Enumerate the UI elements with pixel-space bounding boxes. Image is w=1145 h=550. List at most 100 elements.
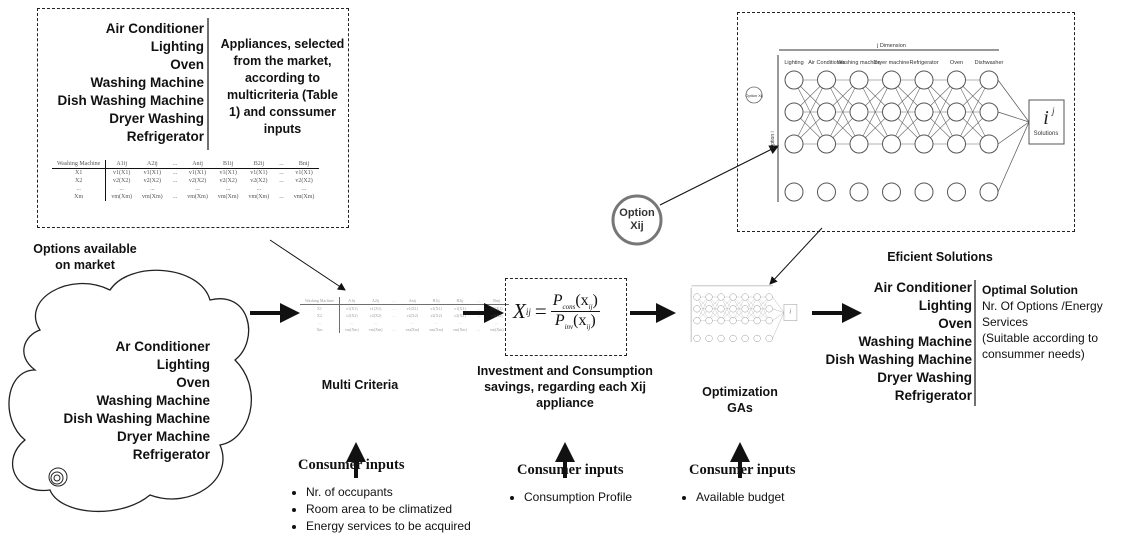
table-cell: v1(X1) xyxy=(188,170,207,176)
appliance-item: Air Conditioner xyxy=(105,21,204,36)
solutions-box xyxy=(1028,99,1065,145)
table-header: B1ij xyxy=(212,160,244,169)
table-cell: X1 xyxy=(52,168,107,177)
table-cell: ... xyxy=(195,186,200,192)
appliance-item: Dish Washing Machine xyxy=(57,93,204,108)
network-node xyxy=(753,317,761,325)
solutions-label: Solutions xyxy=(1034,131,1059,137)
network-node xyxy=(705,293,713,301)
option-xij-label: Option Xij xyxy=(613,207,661,233)
table-cell: ... xyxy=(476,327,480,332)
table-cell: ... xyxy=(225,186,231,192)
network-node xyxy=(914,182,934,202)
table-cell: ... xyxy=(300,319,340,326)
appliances-caption: Appliances, selected from the market, ac… xyxy=(220,37,345,136)
table-cell: ... xyxy=(279,170,284,176)
table-cell: vm(Xm) xyxy=(344,327,359,332)
table-cell: v1(X1) xyxy=(490,306,503,311)
table-cell: vm(Xm) xyxy=(453,327,467,332)
table-cell: v1(X1) xyxy=(346,306,358,311)
table-header: A2ij xyxy=(363,297,388,305)
table-cell: ... xyxy=(392,306,396,311)
network-node xyxy=(784,102,804,122)
network-node xyxy=(817,134,836,154)
table-cell: X2 xyxy=(52,177,107,185)
market-item: Lighting xyxy=(156,357,210,372)
table-cell: ... xyxy=(150,186,155,192)
efficient-item: Dryer Washing xyxy=(877,370,972,385)
dimension-label: j Dimension xyxy=(876,43,906,49)
optimal-note: (Suitable according to consummer needs) xyxy=(982,331,1099,361)
network-node xyxy=(784,70,804,90)
table-header: Bnij xyxy=(288,160,320,169)
formula-fraction: Pcons(xij) Pinv(xij) xyxy=(550,292,600,332)
table-cell: vm(Xm) xyxy=(187,194,208,200)
arrow-table-to-criteria xyxy=(269,239,346,291)
network-node xyxy=(729,305,737,313)
appliances-list: Air Conditioner Lighting Oven Washing Ma… xyxy=(50,20,204,146)
market-item: Washing Machine xyxy=(96,393,210,408)
column-label: Dishwasher xyxy=(975,60,1004,66)
table-cell: ... xyxy=(279,194,284,200)
table-header: ... xyxy=(471,297,485,305)
input-item: Available budget xyxy=(696,489,840,506)
network-node xyxy=(741,334,749,343)
efficient-item: Lighting xyxy=(918,298,972,313)
table-cell: vm(Xm) xyxy=(142,194,163,200)
optimization-label: Optimization GAs xyxy=(690,384,790,416)
market-item: Oven xyxy=(176,375,210,390)
table-cell: ... xyxy=(434,320,438,325)
network-node xyxy=(729,293,737,301)
table-header: A2ij xyxy=(137,160,168,169)
column-label: Refrigerator xyxy=(909,60,938,66)
table-cell: ... xyxy=(495,320,499,325)
network-node xyxy=(882,134,901,154)
appliance-item: Lighting xyxy=(150,39,204,54)
table-cell: v1(X1) xyxy=(454,306,466,311)
network-node xyxy=(947,70,966,90)
table-cell: ... xyxy=(350,320,354,325)
network-node xyxy=(849,102,869,122)
network-node xyxy=(817,102,836,122)
formula-denominator: Pinv(xij) xyxy=(554,312,596,332)
optimization-label-line1: Optimization xyxy=(702,385,778,399)
market-title: Options available on market xyxy=(33,242,137,272)
network-node xyxy=(882,102,901,122)
network-node xyxy=(882,182,901,202)
table-cell xyxy=(387,319,400,326)
network-node xyxy=(741,317,749,325)
market-item: Dryer Machine xyxy=(116,429,210,444)
equals-sign: = xyxy=(534,299,547,324)
network-node xyxy=(705,305,713,313)
column-label: Dryer machine xyxy=(874,60,910,66)
network-node xyxy=(914,70,934,90)
network-node xyxy=(753,293,761,301)
network-node xyxy=(947,182,966,202)
table-cell: ... xyxy=(476,313,480,318)
optimal-desc: Nr. Of Options /Energy Services xyxy=(982,299,1103,329)
option-xij-circle xyxy=(611,194,663,246)
network-node xyxy=(717,317,725,325)
network-node xyxy=(753,305,761,313)
option-xij-line2: Xij xyxy=(630,220,644,232)
table-cell: vm(Xm) xyxy=(248,194,270,200)
table-cell: v1(X1) xyxy=(250,170,268,176)
option-xij-line1: Option xyxy=(619,207,655,219)
input-item: Nr. of occupants xyxy=(306,484,490,501)
consumer-inputs-2: Consumer inputs Consumption Profile xyxy=(508,462,688,506)
table-cell: vm(Xm) xyxy=(489,327,504,332)
consumer-inputs-title: Consumer inputs xyxy=(689,462,796,478)
consumer-inputs-title: Consumer inputs xyxy=(517,462,624,478)
network-node xyxy=(705,317,713,325)
table-cell: v2(X2) xyxy=(295,178,313,184)
network-node xyxy=(817,70,836,90)
table-header: Washing Machine xyxy=(52,160,107,169)
network-node xyxy=(817,182,836,202)
table-header: B1ij xyxy=(424,297,449,305)
efficient-item: Washing Machine xyxy=(858,334,972,349)
